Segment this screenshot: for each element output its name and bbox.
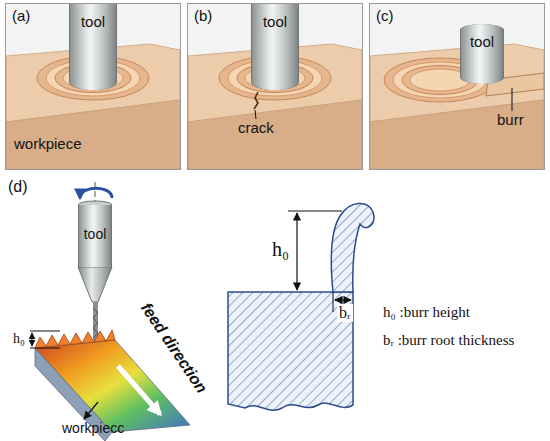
- definition-note: bᵣ :burr root thickness: [383, 332, 514, 349]
- dimension-arrow: [32, 333, 33, 346]
- tool-body: tool: [69, 3, 117, 90]
- direction-label: feed direction: [137, 300, 210, 397]
- tool-body: tool: [78, 205, 112, 267]
- panel-letter: (d): [8, 178, 28, 196]
- figure-panel: (c) tool: [369, 3, 545, 170]
- tool-flute: [93, 308, 98, 338]
- dimension-label: h₀: [272, 238, 289, 260]
- tool-body: tool: [460, 24, 504, 84]
- tool-body: tool: [251, 3, 299, 90]
- tool-label: tool: [79, 227, 111, 242]
- panel-background: [370, 4, 544, 169]
- part-label: workpiece: [14, 136, 82, 153]
- panel-letter: (a): [12, 8, 30, 25]
- panel-c-scene: [370, 4, 544, 169]
- leader-line: [255, 110, 256, 119]
- dimension-arrow: [296, 213, 297, 290]
- dimension-line: [30, 348, 60, 349]
- dimension-line: [30, 331, 60, 332]
- panel-letter: (c): [376, 8, 394, 25]
- figure-panel: (b) tool: [187, 3, 363, 170]
- part-label: burr: [497, 112, 524, 129]
- part-label: crack: [238, 120, 274, 137]
- tool-cone: [78, 267, 112, 302]
- burr-section: [331, 203, 374, 292]
- feed-arrow: [118, 366, 160, 414]
- definition-note: h₀ :burr height: [383, 304, 470, 321]
- dimension-line: [288, 211, 342, 212]
- panel-d-scene: [30, 182, 190, 441]
- rotation-arrow: [80, 188, 112, 198]
- tool-label: tool: [461, 34, 503, 51]
- leader-line: [512, 88, 513, 111]
- tool-label: tool: [70, 14, 116, 31]
- dimension-label: bᵣ: [337, 304, 353, 322]
- workpiece-section: [228, 292, 353, 410]
- tool-label: tool: [252, 14, 298, 31]
- workpiece-front-face: [370, 100, 544, 169]
- dimension-arrow: [335, 299, 351, 300]
- crack-line: [254, 92, 258, 109]
- workpiece-front-face: [6, 100, 180, 169]
- dimension-line: [333, 292, 334, 312]
- workpiece-front-face: [188, 100, 362, 169]
- tool-shank: [93, 302, 98, 340]
- dimension-label: h₀: [13, 331, 25, 346]
- part-label: workpiecc: [62, 421, 124, 436]
- panel-letter: (b): [194, 8, 212, 25]
- leader-arrow: [84, 402, 98, 419]
- cross-section: [228, 203, 374, 410]
- burr-ridge: [35, 330, 115, 348]
